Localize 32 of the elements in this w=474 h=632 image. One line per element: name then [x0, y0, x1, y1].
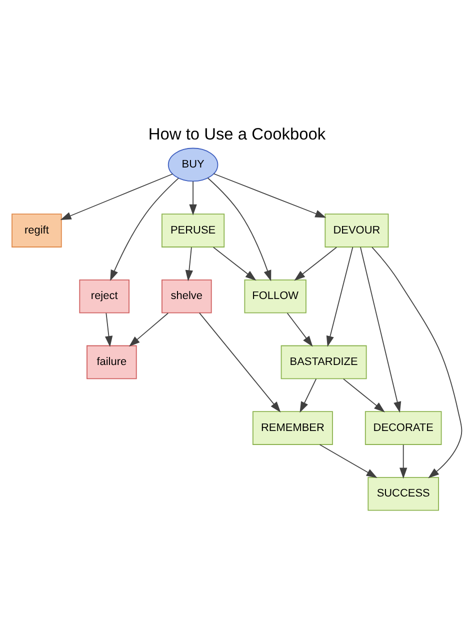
arrow — [360, 246, 402, 412]
arrow — [104, 312, 113, 347]
arrow — [198, 312, 281, 412]
node-box: reject — [79, 278, 130, 313]
arrow — [286, 312, 313, 346]
arrow — [189, 180, 197, 215]
node-box: REMEMBER — [252, 410, 333, 444]
arrow — [343, 378, 385, 412]
node-box: DEVOUR — [324, 213, 389, 247]
node-box: FOLLOW — [244, 278, 306, 313]
arrow — [300, 378, 317, 412]
arrow — [294, 246, 338, 280]
node-box: regift — [12, 213, 62, 247]
arrow — [60, 173, 174, 220]
arrow — [400, 444, 408, 478]
diagram-title: How to Use a Cookbook — [148, 124, 326, 143]
node-box: shelve — [162, 278, 212, 313]
node-box: failure — [86, 344, 137, 379]
arrow — [212, 246, 256, 280]
node-ellipse: BUY — [168, 147, 218, 182]
arrow — [372, 246, 462, 478]
arrow — [207, 177, 272, 281]
arrow — [185, 246, 193, 281]
arrow — [319, 444, 378, 478]
arrow — [213, 172, 326, 218]
node-box: BASTARDIZE — [280, 344, 367, 379]
node-box: PERUSE — [162, 213, 225, 247]
arrow — [128, 312, 169, 346]
arrow — [110, 177, 179, 280]
node-box: SUCCESS — [368, 476, 439, 510]
arrow — [326, 246, 354, 346]
node-box: DECORATE — [364, 410, 442, 444]
